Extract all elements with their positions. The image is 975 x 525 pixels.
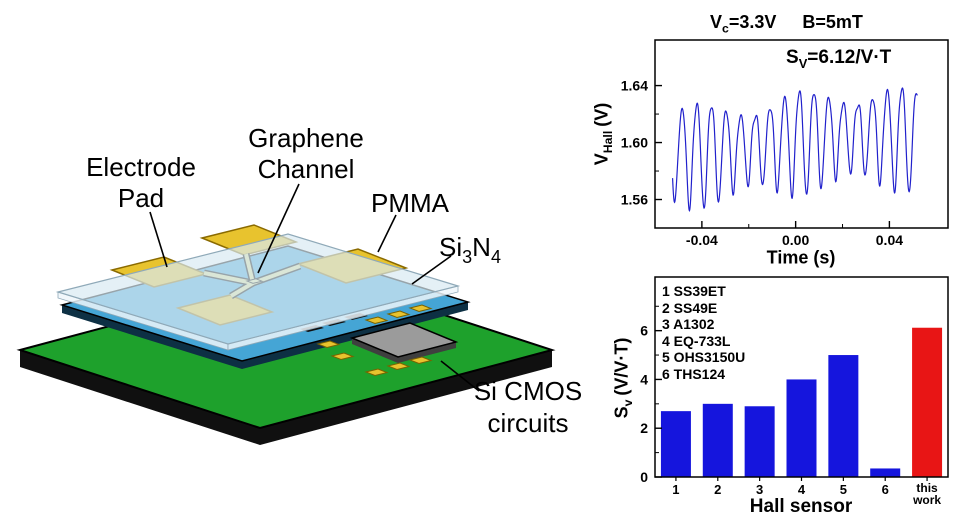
y-tick-label: 1.60 (621, 135, 648, 151)
b-field-value: B=5mT (802, 12, 863, 32)
chip-bond-pads (316, 304, 433, 377)
pmma-top (55, 233, 461, 345)
vc-symbol: V (710, 12, 723, 32)
chip-pad (364, 316, 389, 325)
si3n4-si: Si (439, 232, 462, 262)
nitride-side-left (62, 305, 242, 369)
chip-pad (316, 340, 341, 349)
x-tick-label: -0.04 (686, 232, 718, 248)
vc-value: =3.3V (728, 12, 777, 32)
bar-3 (744, 406, 775, 477)
y-tick-label: 0 (640, 469, 648, 485)
label-line-pmma (377, 214, 397, 253)
si3n4-sub4: 4 (491, 247, 501, 267)
vc-subscript: c (722, 21, 729, 36)
legend-line-4: 4 EQ-733L (662, 332, 731, 349)
graphene-channel-label-line2: Channel (258, 154, 355, 184)
sv-symbol: S (786, 47, 799, 68)
x-tick-label: 2 (714, 482, 721, 497)
chip-pad (330, 352, 355, 361)
bar-ylabel: Sv (V/V·T) (611, 337, 636, 419)
sv-value: =6.12/V·T (807, 47, 892, 68)
si-cmos-label-line1: Si CMOS (474, 376, 582, 406)
bar-2 (702, 403, 733, 477)
label-line-electrode-pad (149, 211, 168, 268)
chip-pad (364, 368, 389, 377)
legend-line-5: 5 OHS3150U (662, 349, 746, 365)
vhall-subscript: Hall (601, 130, 616, 154)
legend-line-6: 6 THS124 (662, 365, 726, 382)
bar-plot-frame (654, 276, 949, 478)
si3n4-n: N (472, 232, 491, 262)
chip-pad (408, 356, 433, 365)
x-tick-label: this (916, 481, 938, 495)
electrode-pad-label-line2: Pad (118, 183, 164, 213)
chip-pad (386, 310, 411, 319)
pmma-label: PMMA (371, 188, 450, 218)
label-line-graphene-channel (257, 183, 300, 274)
pmma-layer (55, 233, 461, 351)
y-tick-label: 1.56 (621, 192, 648, 208)
bar-6 (870, 468, 901, 477)
cmos-chip (349, 322, 459, 363)
x-tick-label: 1 (672, 482, 679, 497)
chip-pad (386, 362, 411, 371)
vhall-symbol: V (591, 153, 612, 166)
bar-4 (786, 379, 817, 477)
bar-5 (828, 355, 859, 477)
x-tick-label: work (912, 493, 941, 507)
board-side-left (20, 350, 260, 445)
pointer-lines (149, 183, 480, 392)
chip-side-left (352, 338, 398, 363)
hall-plot-frame (654, 39, 949, 229)
electrode-pad-label-line1: Electrode (86, 152, 196, 182)
hall-ylabel: VHall (V) (591, 102, 616, 166)
si3n4-sub3: 3 (462, 247, 472, 267)
x-tick-label: 4 (798, 482, 806, 497)
si3n4-label: Si3N4 (439, 232, 501, 267)
sv-axis-unit: (V/V·T) (611, 337, 632, 396)
chip-side-right (398, 342, 456, 363)
graphene-channel-label-line1: Graphene (248, 123, 364, 153)
label-line-si3n4 (411, 255, 452, 285)
chip-pad (408, 304, 433, 313)
device-schematic: Electrode Pad Graphene Channel PMMA Si3N… (16, 123, 582, 445)
hall-voltage-trace (671, 87, 918, 213)
hall-voltage-chart: 1.56 1.60 1.64 -0.04 0.00 0.04 (621, 39, 949, 248)
sv-axis-symbol: S (611, 406, 632, 419)
nitride-side-right (242, 302, 468, 369)
bar-1 (660, 411, 691, 477)
x-tick-label: 0.04 (876, 232, 903, 248)
chip-top (349, 322, 459, 358)
hall-xlabel: Time (s) (766, 247, 836, 268)
bar-xlabel: Hall sensor (749, 496, 853, 517)
hall-conditions-label: Vc=3.3V B=5mT (710, 12, 863, 36)
sv-subscript: V (798, 55, 808, 71)
legend-line-2: 2 SS49E (662, 299, 718, 316)
y-tick-label: 1.64 (621, 78, 648, 94)
y-tick-label: 6 (640, 323, 648, 339)
y-tick-label: 4 (640, 371, 648, 387)
x-tick-label: 3 (756, 482, 763, 497)
sensitivity-annotation: SV=6.12/V·T (786, 47, 892, 71)
board-side-right (260, 350, 552, 445)
vhall-unit: (V) (591, 102, 612, 127)
x-tick-label: 0.00 (782, 232, 809, 248)
sensor-legend: 1 SS39ET 2 SS49E 3 A1302 4 EQ-733L 5 OHS… (662, 283, 745, 382)
legend-line-3: 3 A1302 (662, 316, 715, 332)
x-tick-label: 5 (840, 482, 847, 497)
label-line-si-cmos (440, 360, 480, 392)
sv-axis-subscript: v (621, 399, 636, 407)
x-tick-label: 6 (882, 482, 889, 497)
y-tick-label: 2 (640, 420, 648, 436)
bar-7 (912, 327, 943, 477)
legend-line-1: 1 SS39ET (662, 283, 726, 299)
si-cmos-label-line2: circuits (488, 408, 569, 438)
